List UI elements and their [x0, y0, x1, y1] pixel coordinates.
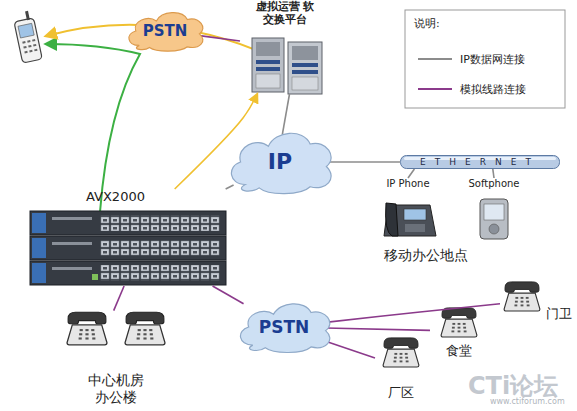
connector — [213, 286, 244, 304]
legend-line-sample — [418, 88, 452, 90]
connector — [326, 328, 430, 330]
softphone-device — [480, 199, 508, 239]
legend-frame — [405, 10, 565, 108]
device-node: IP Phone — [376, 178, 440, 238]
gateway-chassis — [30, 211, 226, 285]
connector — [408, 169, 414, 178]
device-node: 中心机房 办公楼 — [58, 300, 174, 406]
connector — [199, 36, 240, 41]
ip-phone — [384, 203, 436, 236]
watermark-url: www.ctiforum.com — [490, 397, 565, 406]
location-label: 移动办公地点 — [384, 247, 468, 265]
node-label: Softphone — [468, 178, 519, 190]
connector — [493, 169, 494, 178]
node-label: IP Phone — [386, 178, 429, 190]
connector — [326, 341, 375, 358]
node-label: ETHERNET — [420, 157, 540, 168]
mobile-phone — [12, 10, 42, 63]
network-cloud: PSTN — [232, 298, 336, 356]
node-label: IP — [268, 149, 292, 175]
legend-label: 模拟线路连接 — [460, 82, 526, 97]
server-pair — [252, 38, 322, 94]
device-node: Softphone — [462, 178, 526, 240]
connector — [326, 304, 500, 323]
cloud-shape — [231, 133, 331, 193]
network-cloud: PSTN — [122, 8, 208, 54]
device-node: 门卫 — [500, 278, 572, 322]
cloud-shape — [240, 304, 329, 353]
device-node: 食堂 — [430, 303, 488, 359]
network-cloud: IP — [222, 126, 338, 198]
node-label: AVX2000 — [86, 189, 145, 205]
cloud-shape — [129, 13, 203, 52]
node-label: 虚拟运营 软交换平台 — [254, 0, 316, 26]
device-node: 虚拟运营 软交换平台 — [240, 0, 330, 94]
node-label: PSTN — [259, 317, 310, 337]
legend-label: IP数据网连接 — [460, 52, 525, 67]
desk-phone — [125, 312, 165, 345]
device-node: AVX2000 — [30, 189, 226, 286]
device-node: 厂区 — [375, 333, 427, 401]
green-call-path — [46, 44, 140, 212]
ethernet-bus: ETHERNET — [400, 155, 560, 169]
node-label: 食堂 — [446, 343, 472, 359]
bus-shape — [401, 156, 560, 169]
connector — [114, 286, 124, 311]
desk-phone — [67, 312, 107, 345]
connector — [282, 94, 289, 135]
node-label: PSTN — [143, 22, 188, 40]
legend-heading: 说明: — [414, 16, 440, 31]
node-label: 中心机房 办公楼 — [83, 372, 149, 406]
desk-phone — [383, 338, 419, 367]
desk-phone — [504, 282, 540, 311]
desk-phone — [441, 308, 477, 337]
node-label: 门卫 — [546, 306, 572, 322]
node-label: 厂区 — [388, 385, 414, 401]
connector — [326, 161, 400, 163]
legend-line-sample — [418, 58, 452, 60]
connector — [226, 185, 234, 189]
